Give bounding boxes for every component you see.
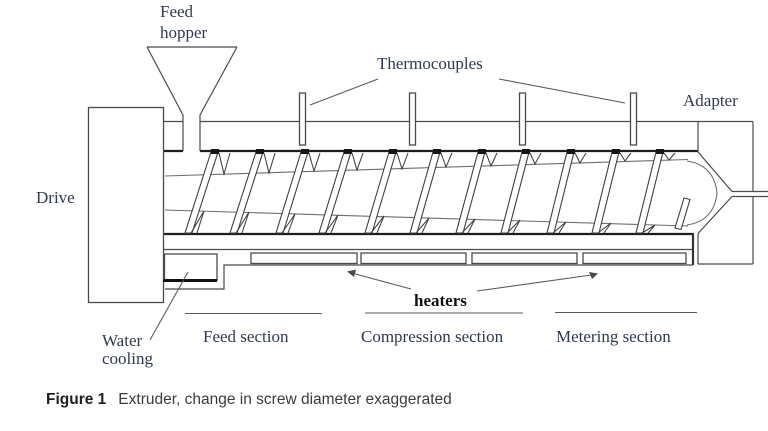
heater-blocks xyxy=(250,252,687,265)
metering-section-label: Metering section xyxy=(556,327,671,346)
adapter-block xyxy=(697,121,768,265)
figure-caption-text: Extruder, change in screw diameter exagg… xyxy=(118,391,452,408)
heaters-leader-right xyxy=(476,273,596,292)
screw-tip xyxy=(686,160,718,226)
thermocouple-leader-right xyxy=(498,78,626,104)
heaters-leader-right-arrowhead xyxy=(589,272,598,279)
die-cone xyxy=(697,151,733,234)
thermocouple-probes xyxy=(298,92,638,146)
screw-flight xyxy=(635,149,676,234)
screw-flight xyxy=(591,149,632,234)
screw-flights xyxy=(184,149,676,234)
feed-section-label: Feed section xyxy=(203,327,289,346)
thermocouples-label: Thermocouples xyxy=(377,54,483,73)
feed-hopper-label: Feed hopper xyxy=(160,2,208,42)
heaters-leader-left-arrowhead xyxy=(347,269,356,277)
screw-flight xyxy=(500,149,542,234)
screw-flight xyxy=(364,149,409,234)
figure-caption-tag: Figure 1 xyxy=(46,391,107,408)
screw-tip-flight xyxy=(674,197,691,231)
heater-block xyxy=(582,252,687,265)
figure-caption: Figure 1 Extruder, change in screw diamet… xyxy=(46,391,452,409)
thermocouple-probe xyxy=(408,92,417,146)
heater-block xyxy=(250,252,358,265)
thermocouple-leader-left xyxy=(309,78,379,106)
heaters-leader-left xyxy=(349,271,412,290)
drive-label: Drive xyxy=(36,188,75,207)
screw-flight xyxy=(546,149,587,234)
die-exit-channel xyxy=(732,190,768,198)
thermocouple-probe xyxy=(298,92,307,146)
base-outline xyxy=(165,264,693,290)
screw-flight xyxy=(184,149,231,234)
screw-flight xyxy=(318,149,364,234)
water-cooling-label: Water cooling xyxy=(102,331,153,368)
screw-flight xyxy=(455,149,498,234)
compression-section-label: Compression section xyxy=(361,327,504,346)
heater-block xyxy=(471,252,578,265)
heater-block xyxy=(360,252,467,265)
feed-hopper-outline xyxy=(146,46,238,151)
water-cooling-box xyxy=(163,253,218,282)
screw-flight xyxy=(275,149,321,234)
water-cooling-leader xyxy=(149,271,189,341)
thermocouple-probe xyxy=(629,92,638,146)
adapter-label: Adapter xyxy=(683,91,738,110)
heaters-label: heaters xyxy=(414,291,467,310)
screw-flight xyxy=(409,149,453,234)
screw-flight xyxy=(229,149,276,234)
drive-box xyxy=(87,106,165,304)
thermocouple-probe xyxy=(518,92,527,146)
